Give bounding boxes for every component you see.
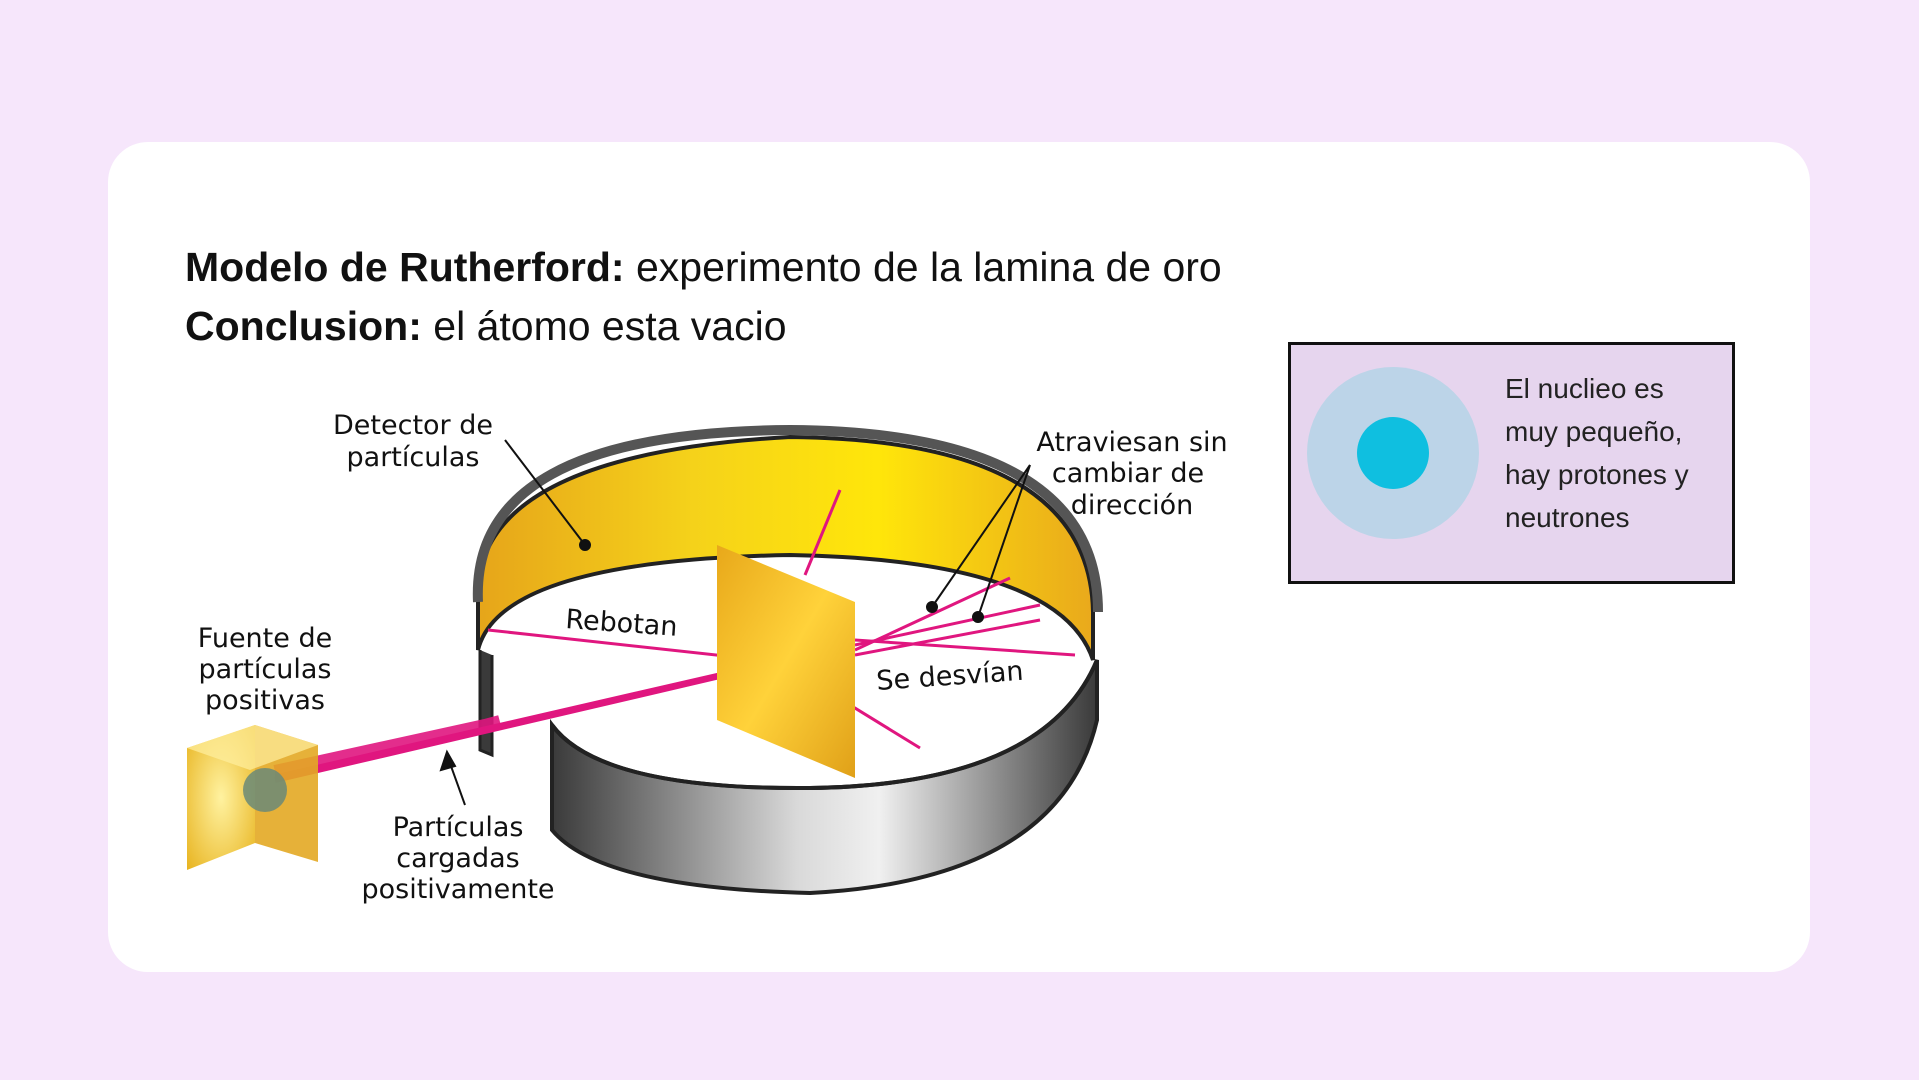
particles-label-line1: Partículas xyxy=(393,812,524,843)
bounce-label: Rebotan xyxy=(565,604,679,643)
detector-inner-gold xyxy=(475,434,1095,661)
nucleus-text-line: muy pequeño, xyxy=(1505,416,1683,447)
particle-beams xyxy=(273,489,1076,783)
pass-label-line1: Atraviesan sin xyxy=(1036,427,1227,458)
pass-label-line2: cambiar de xyxy=(1052,458,1204,489)
gold-foil xyxy=(717,545,855,778)
title-bold: Modelo de Rutherford: xyxy=(185,244,625,290)
conclusion-line: Conclusion: el átomo esta vacio xyxy=(185,306,787,347)
particles-label-line2: cargadas xyxy=(396,843,519,874)
source-label-line1: Fuente de xyxy=(198,623,332,654)
conclusion-bold: Conclusion: xyxy=(185,303,422,349)
source-label-line2: partículas xyxy=(199,654,332,685)
particle-source-box xyxy=(187,725,318,870)
rutherford-experiment-diagram: Detector de partículas Atraviesan sin ca… xyxy=(187,410,1228,905)
pass-label-line3: dirección xyxy=(1071,490,1194,521)
nucleus-info-box: El nuclieo es muy pequeño, hay protones … xyxy=(1288,342,1735,584)
nucleus-text-line: neutrones xyxy=(1505,502,1630,533)
deflect-label: Se desvían xyxy=(875,656,1024,697)
conclusion-rest: el átomo esta vacio xyxy=(421,303,787,349)
detector-rim xyxy=(472,424,1103,613)
nucleus-text-line: hay protones y xyxy=(1505,459,1689,490)
nucleus-text-line: El nuclieo es xyxy=(1505,373,1664,404)
title-rest: experimento de la lamina de oro xyxy=(624,244,1222,290)
title-line: Modelo de Rutherford: experimento de la … xyxy=(185,247,1222,288)
nucleus-description: El nuclieo es muy pequeño, hay protones … xyxy=(1505,367,1730,539)
particles-label-line3: positivamente xyxy=(361,874,554,905)
source-label-line3: positivas xyxy=(205,685,325,716)
atom-icon xyxy=(1307,367,1479,539)
detector-label-line1: Detector de xyxy=(333,410,493,441)
detector-label-line2: partículas xyxy=(347,442,480,473)
leader-lines xyxy=(439,439,1031,806)
